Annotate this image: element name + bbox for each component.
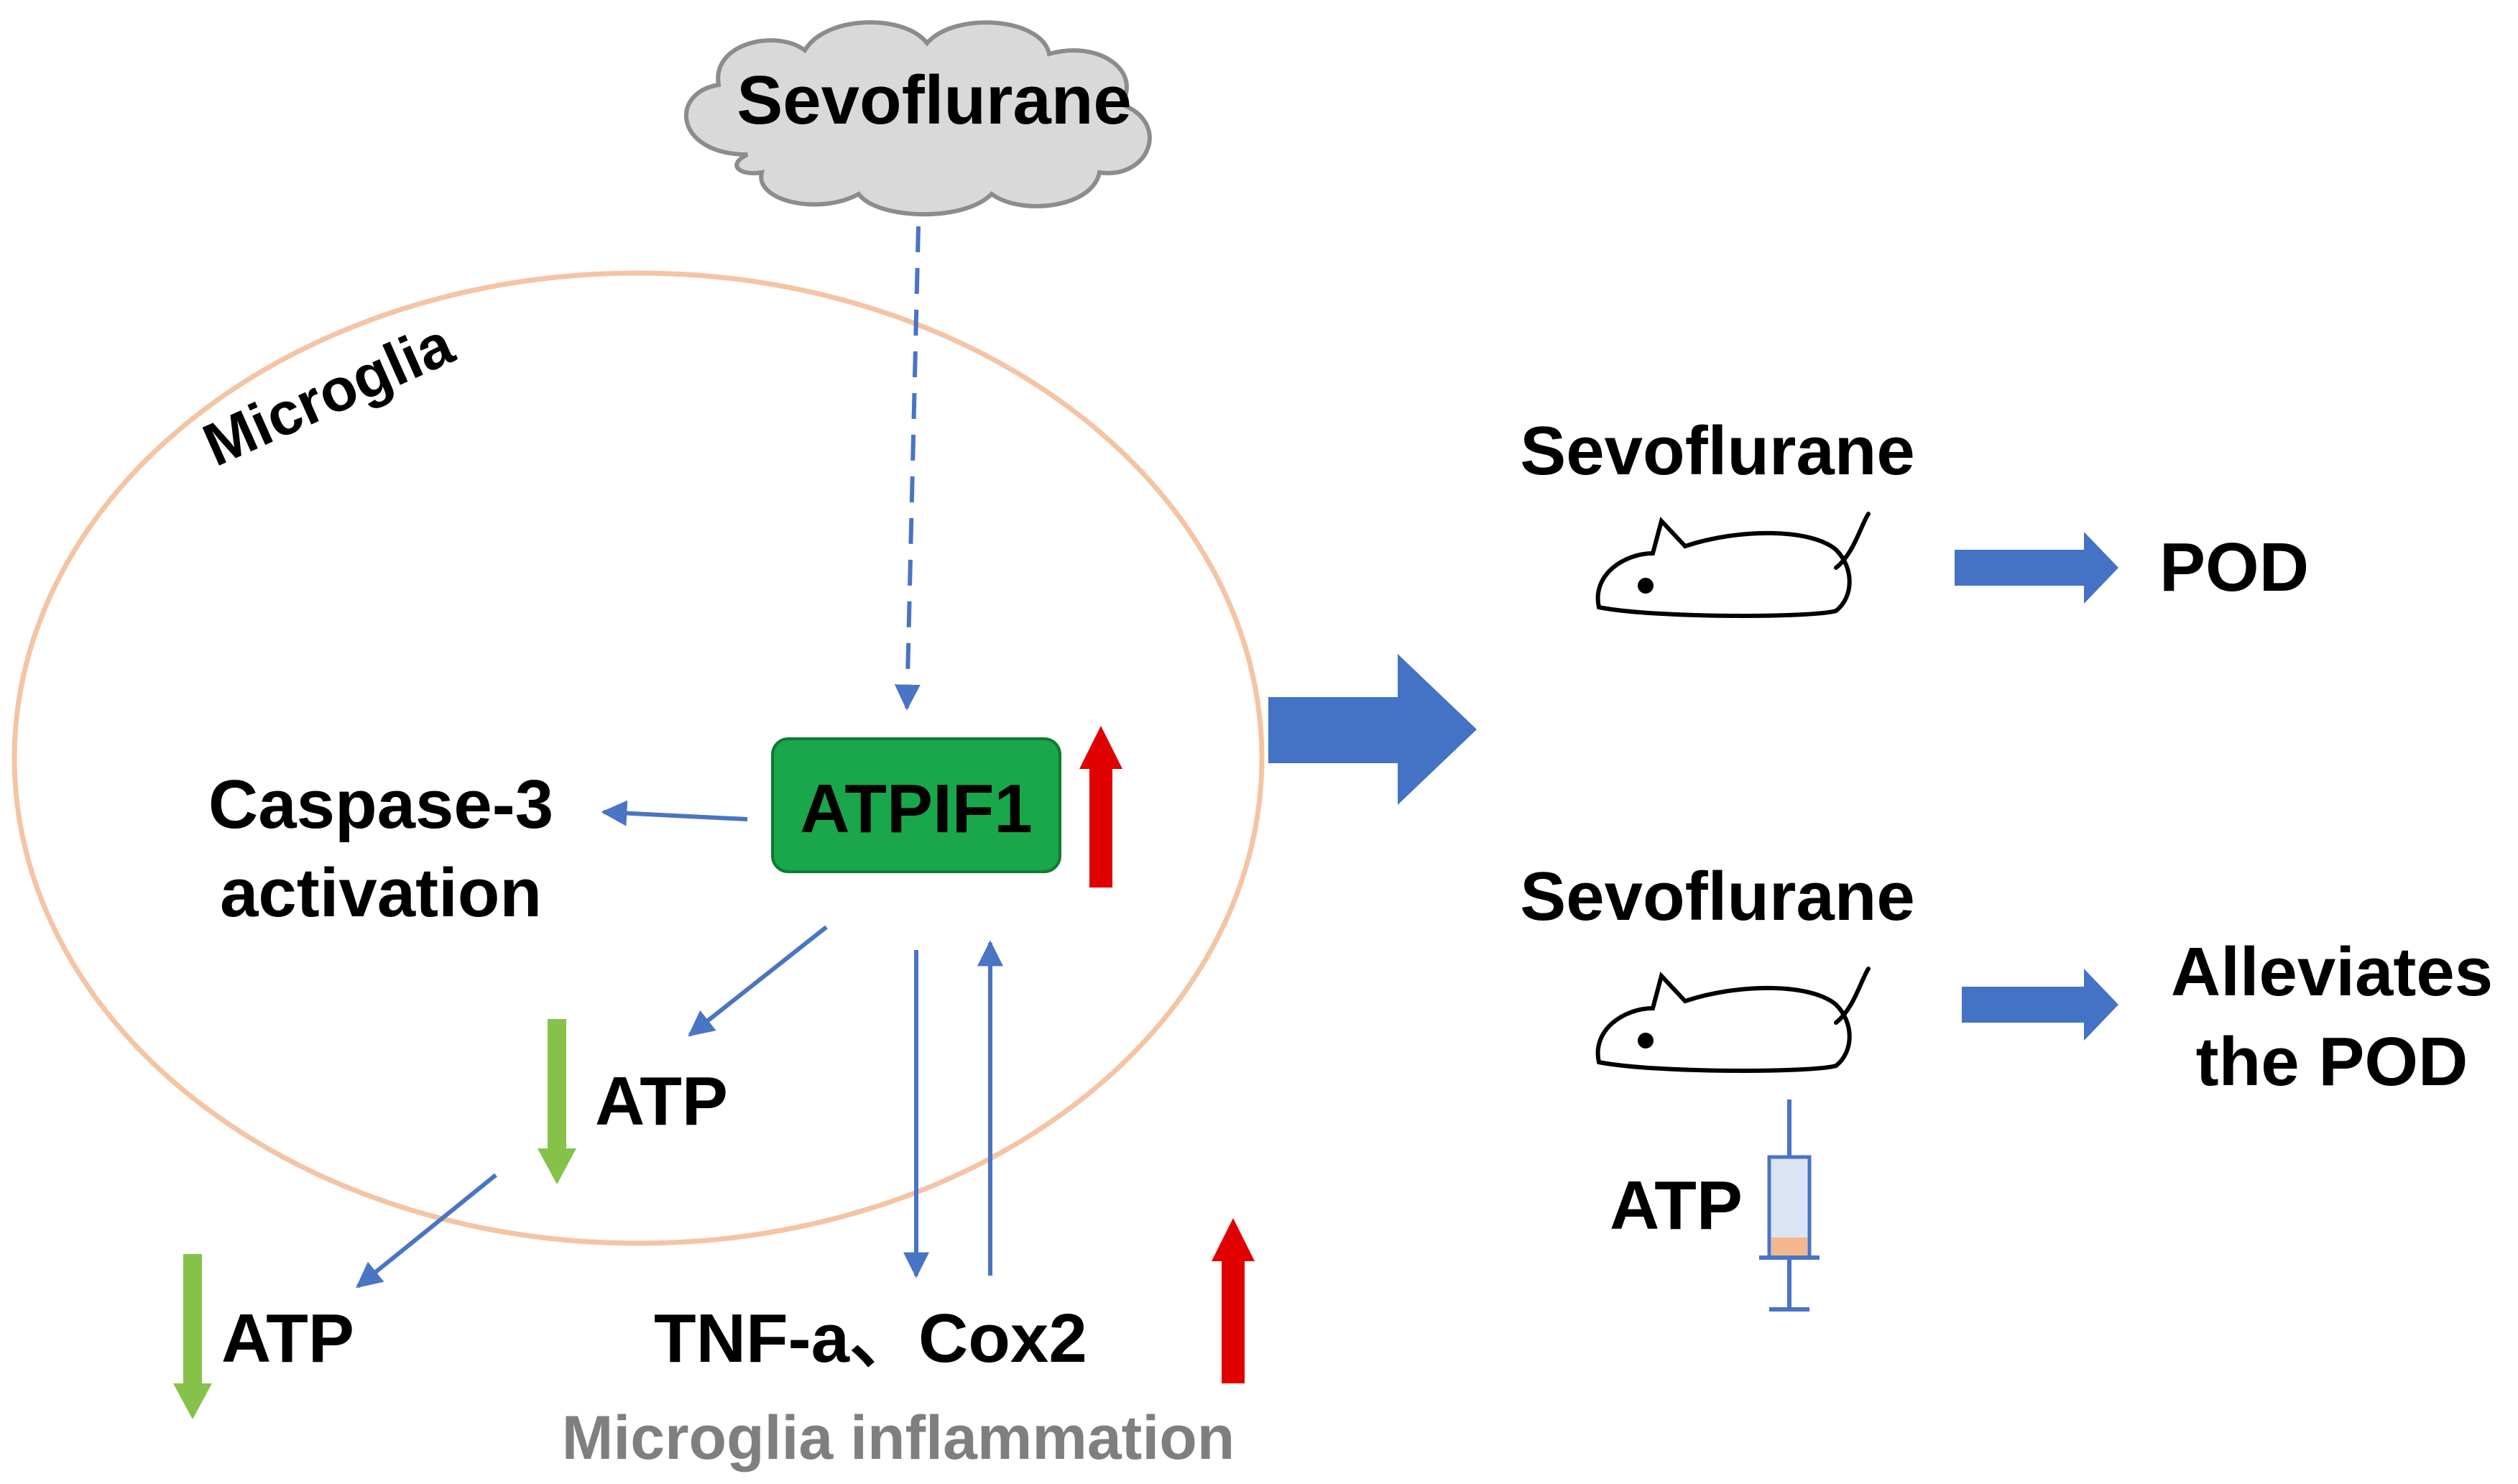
cloud-label: Sevoflurane <box>737 62 1132 139</box>
dashed-arrow <box>894 226 921 711</box>
outcome-bottom-treatment: Sevoflurane <box>1520 858 1915 935</box>
mouse-icon <box>1595 512 1871 618</box>
atp-inner-label: ATP <box>595 1063 728 1140</box>
arrow-to-atp-outer <box>356 1173 497 1289</box>
atpif1-box <box>771 737 1061 873</box>
caspase-line2: activation <box>220 854 542 931</box>
atpif1-label: ATPIF1 <box>800 770 1033 847</box>
down-arrow-icon <box>173 1254 212 1419</box>
down-arrow-icon <box>538 1019 576 1184</box>
syringe-icon <box>1759 1100 1820 1312</box>
outcome-bottom-arrow <box>1962 969 2118 1041</box>
microglia-cell-outline <box>11 270 1265 1246</box>
arrow-to-atp-inner <box>688 925 828 1037</box>
cytokines-label: TNF-a、Cox2 <box>654 1300 1087 1377</box>
up-arrow-icon <box>1212 1218 1255 1383</box>
atp-outer-label: ATP <box>221 1300 354 1377</box>
outcome-bottom-result-line2: the POD <box>2196 1023 2468 1100</box>
outcome-bottom-result-line1: Alleviates <box>2171 934 2493 1010</box>
outcome-top-treatment: Sevoflurane <box>1520 413 1915 489</box>
arrow-to-caspase <box>601 800 748 826</box>
outcome-top-result: POD <box>2159 529 2309 606</box>
big-right-arrow <box>1268 654 1477 805</box>
outcome-top-arrow <box>1955 532 2118 604</box>
injection-label: ATP <box>1610 1167 1743 1244</box>
caspase-line1: Caspase-3 <box>208 766 553 843</box>
cloud-icon <box>683 20 1152 217</box>
mouse-icon <box>1595 967 1871 1073</box>
up-arrow-icon <box>1079 726 1122 888</box>
inflammation-caption: Microglia inflammation <box>562 1404 1235 1473</box>
